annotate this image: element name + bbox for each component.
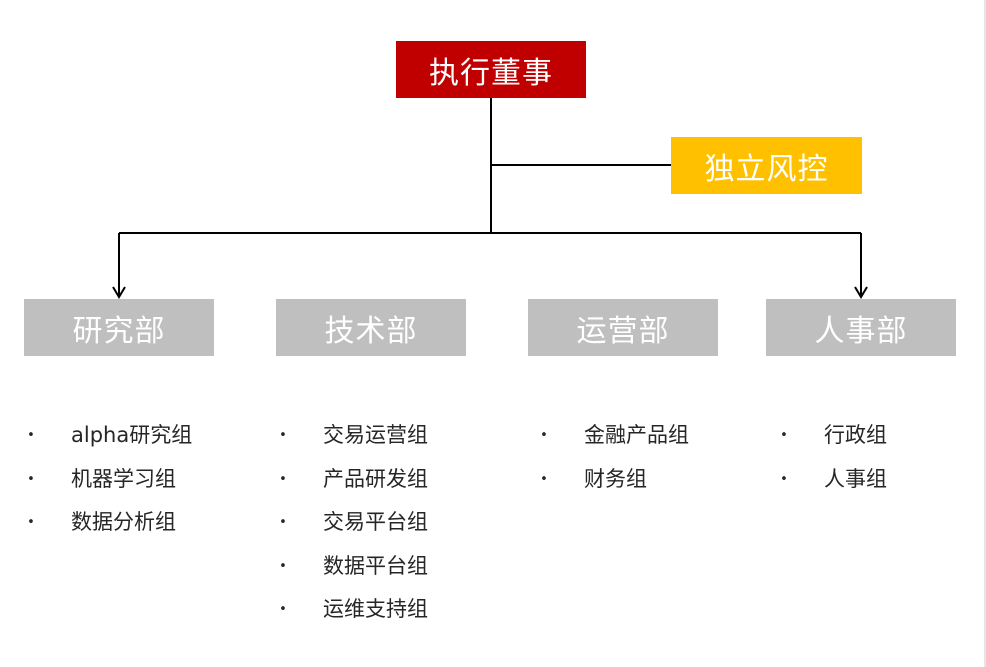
team-name: 运维支持组 [323,597,428,621]
research-department-label: 研究部 [72,313,166,349]
technology-department-box: 技术部 [276,299,466,356]
operations-department-box: 运营部 [528,299,718,356]
team-name: 人事组 [824,466,887,491]
executive-director-box: 执行董事 [396,41,586,98]
bullet-icon: • [540,471,548,487]
team-name: 交易运营组 [323,423,428,447]
bullet-icon: • [279,471,287,487]
team-name: 金融产品组 [584,423,689,447]
bullet-icon: • [27,471,35,487]
team-name: 数据平台组 [323,553,428,578]
page-right-border [984,0,986,667]
research-department-box: 研究部 [24,299,214,356]
operations-department-label: 运营部 [576,313,670,349]
bullet-icon: • [27,428,35,443]
bullet-icon: • [27,515,35,530]
hr-department-label: 人事部 [814,313,908,349]
left-arrowhead [112,286,126,299]
bullet-icon: • [279,602,287,617]
hr-department-box: 人事部 [766,299,956,356]
executive-director-label: 执行董事 [429,55,553,91]
technology-department-label: 技术部 [324,313,418,349]
team-name: 财务组 [584,466,647,491]
bullet-icon: • [540,428,548,443]
team-name: 行政组 [824,423,887,447]
team-name: 数据分析组 [71,510,176,534]
bullet-icon: • [780,471,788,487]
bullet-icon: • [279,515,287,530]
bullet-icon: • [279,428,287,443]
team-name: 产品研发组 [323,466,428,491]
team-name: alpha研究组 [71,423,193,447]
bullet-icon: • [279,558,287,574]
right-arrowhead [854,286,868,299]
team-name: 机器学习组 [71,466,176,491]
independent-risk-control-box: 独立风控 [671,137,862,194]
team-name: 交易平台组 [323,510,428,534]
independent-risk-control-label: 独立风控 [704,151,829,187]
bullet-icon: • [780,428,788,443]
